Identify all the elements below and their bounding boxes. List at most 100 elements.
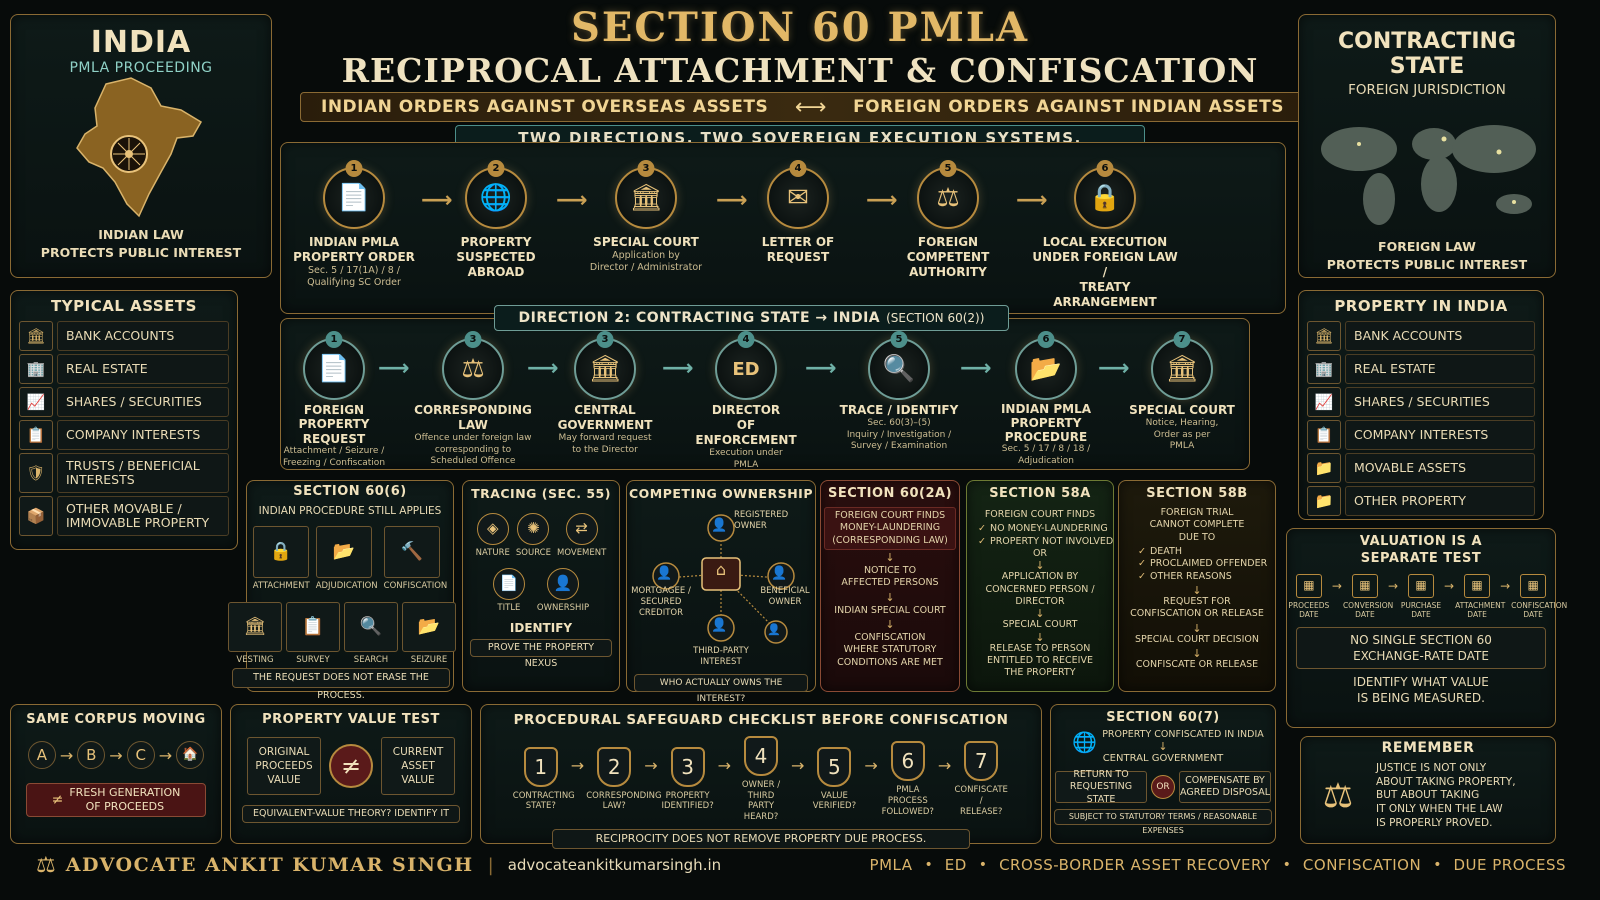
india-panel: INDIA PMLA PROCEEDING INDIAN LAW PROTECT… (10, 14, 272, 278)
arrow-right-icon: → (791, 755, 805, 775)
d1-step-1: 1📄 INDIAN PMLA PROPERTY ORDER Sec. 5 / 1… (289, 160, 419, 290)
d2-step-3: 3🏛 CENTRAL GOVERNMENT May forward reques… (550, 331, 660, 456)
india-map-icon (76, 77, 203, 218)
d2-arrow-icon: ⟶ (805, 356, 837, 381)
contracting-subtitle: FOREIGN JURISDICTION (1348, 82, 1506, 98)
valuation-content: VALUATION IS A SEPARATE TEST ▦PROCEEDS D… (1287, 534, 1568, 705)
d2-step-7: 7🏛 SPECIAL COURT Notice, Hearing, Order … (1128, 331, 1236, 453)
globe-icon: 🌐 (1072, 730, 1097, 754)
arrow-right-icon: → (644, 755, 658, 775)
d1-step-4: 4✉ LETTER OF REQUEST (739, 160, 857, 265)
india-property-item: 🏛BANK ACCOUNTS (1307, 321, 1535, 351)
check-icon: ✓ (1138, 546, 1146, 558)
procedure-chip: 📋SURVEY (286, 602, 340, 665)
procedure-chip: 📂ADJUDICATION (315, 526, 378, 591)
bank-icon: 🏛 (19, 321, 53, 351)
typical-asset-item: 📈SHARES / SECURITIES (19, 387, 229, 417)
not-equal-icon: ≠ (329, 744, 373, 788)
typical-asset-label: TRUSTS / BENEFICIAL INTERESTS (57, 453, 229, 493)
arrow-right-icon: → (717, 755, 731, 775)
page-subtitle: RECIPROCAL ATTACHMENT & CONFISCATION (341, 51, 1259, 90)
d1-arrow-icon: ⟶ (716, 188, 748, 213)
court-icon: 🏛 (629, 183, 663, 213)
compensate-option: COMPENSATE BY AGREED DISPOSAL (1179, 771, 1271, 804)
direction-banner: INDIAN ORDERS AGAINST OVERSEAS ASSETS ⟷ … (300, 92, 1305, 122)
person-icon: 👤 (771, 566, 788, 581)
property-value-test-content: PROPERTY VALUE TEST ORIGINAL PROCEEDS VA… (230, 712, 472, 823)
check-icon: ✓ (1138, 570, 1146, 582)
india-property-label: OTHER PROPERTY (1345, 486, 1535, 516)
india-property-label: REAL ESTATE (1345, 354, 1535, 384)
calendar-icon: ▦ (1464, 573, 1491, 598)
not-equal-icon: ≠ (51, 792, 64, 808)
footer-tag: DUE PROCESS (1453, 856, 1566, 874)
person-icon: 👤 (767, 623, 781, 636)
padlock-icon: 🔒 (252, 526, 309, 579)
document-shield-icon: 📄 (337, 183, 371, 213)
d2-arrow-icon: ⟶ (378, 356, 410, 381)
valuation-date: ▦ATTACHMENT DATE (1455, 573, 1505, 619)
tracing-content: TRACING (SEC. 55) ◈NATURE✺SOURCE⇄MOVEMEN… (470, 486, 612, 669)
d1-arrow-icon: ⟶ (866, 188, 898, 213)
website-link[interactable]: advocateankitkumarsingh.in (507, 856, 722, 874)
india-footer: INDIAN LAW PROTECTS PUBLIC INTEREST (40, 227, 242, 260)
scales-icon: ⚖ (1322, 776, 1354, 817)
tracing-item: ⇄MOVEMENT (557, 513, 606, 558)
author-name: ADVOCATE ANKIT KUMAR SINGH (65, 854, 474, 876)
d2-step-2: 3⚖ CORRESPONDING LAW Offence under forei… (408, 331, 538, 468)
arrow-down-icon: ↓ (1035, 607, 1045, 621)
tracing-item: 📄TITLE (492, 568, 525, 613)
procedure-chip: 🏛VESTING (228, 602, 282, 665)
footer-tag: CROSS-BORDER ASSET RECOVERY (999, 856, 1271, 874)
typical-asset-item: 🏢REAL ESTATE (19, 354, 229, 384)
arrow-down-icon: ↓ (1035, 559, 1045, 573)
building-icon: 🏢 (19, 354, 53, 384)
arrow-down-icon: ↓ (885, 618, 895, 632)
shield-icon: 3 (670, 746, 705, 787)
section-60-2a-content: SECTION 60(2A) FOREIGN COURT FINDS MONEY… (820, 486, 960, 669)
section-60-7-content: SECTION 60(7) 🌐 PROPERTY CONFISCATED IN … (1050, 710, 1276, 835)
scales-logo-icon: ⚖ (36, 852, 56, 878)
calendar-icon: ▦ (1295, 573, 1322, 598)
diamond-icon: ◈ (476, 513, 509, 545)
section-60-6-row2: 🏛VESTING📋SURVEY🔍SEARCH📂SEIZURE (222, 602, 462, 665)
typical-asset-item: 🏛BANK ACCOUNTS (19, 321, 229, 351)
ownership-network (652, 514, 795, 644)
india-property-item: 📋COMPANY INTERESTS (1307, 420, 1535, 450)
arrow-down-icon: ↓ (1192, 647, 1202, 661)
arrow-right-icon: → (109, 745, 123, 765)
arrow-right-icon: → (1387, 579, 1398, 594)
valuation-date: ▦PROCEEDS DATE (1287, 573, 1331, 619)
folder-icon: 📂 (1029, 354, 1063, 384)
india-property-item: 🏢REAL ESTATE (1307, 354, 1535, 384)
header: SECTION 60 PMLA RECIPROCAL ATTACHMENT & … (280, 4, 1320, 90)
person-icon: 👤 (711, 618, 728, 633)
india-property-label: COMPANY INTERESTS (1345, 420, 1535, 450)
footer-tag: PMLA (869, 856, 913, 874)
movement-icon: ⇄ (565, 513, 598, 545)
calendar-icon: ▦ (1408, 573, 1434, 598)
person-icon: 👤 (547, 568, 579, 600)
footer-tag: ED (944, 856, 967, 874)
d1-step-6: 6🔒 LOCAL EXECUTION UNDER FOREIGN LAW / T… (1031, 160, 1179, 310)
contracting-footer: FOREIGN LAW PROTECTS PUBLIC INTEREST (1326, 239, 1528, 272)
clipboard-icon: 📋 (286, 602, 340, 652)
banner-right: FOREIGN ORDERS AGAINST INDIAN ASSETS (853, 97, 1284, 117)
house-icon: 🏠 (176, 741, 205, 769)
competing-content: COMPETING OWNERSHIP ⌂ 👤 👤 👤 👤 👤 REGISTER… (626, 486, 816, 704)
direction-2-label: DIRECTION 2: CONTRACTING STATE → INDIA (… (494, 305, 1009, 331)
stack-icon: 📦 (19, 496, 53, 536)
india-property-item: 📁OTHER PROPERTY (1307, 486, 1535, 516)
d2-arrow-icon: ⟶ (527, 356, 559, 381)
contracting-state-panel: CONTRACTING STATE FOREIGN JURISDICTION F… (1298, 14, 1556, 278)
d2-step-5: 5🔍 TRACE / IDENTIFY Sec. 60(3)–(5) Inqui… (836, 331, 962, 453)
typical-asset-label: COMPANY INTERESTS (57, 420, 229, 450)
footer-tag: CONFISCATION (1302, 856, 1422, 874)
gavel-icon: ⚖ (936, 183, 960, 213)
india-property-label: MOVABLE ASSETS (1345, 453, 1535, 483)
bank-icon: 🏛 (228, 602, 282, 652)
